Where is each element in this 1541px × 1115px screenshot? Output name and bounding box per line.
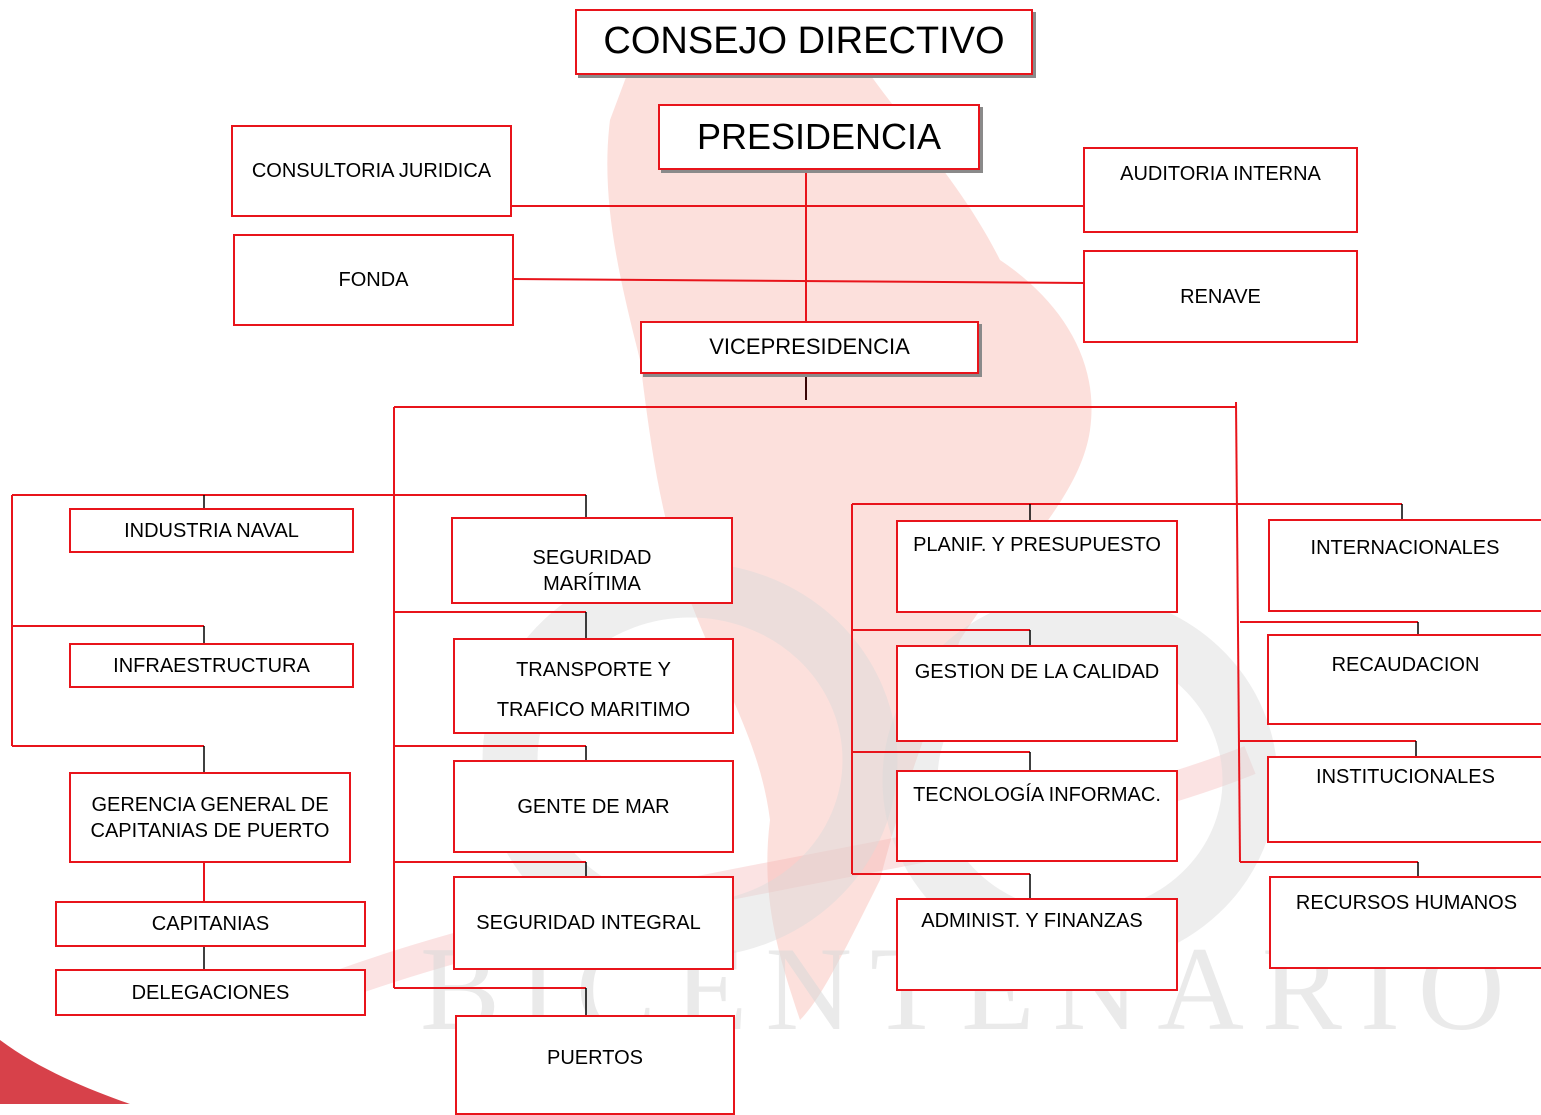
node-tecnologia-informac: TECNOLOGÍA INFORMAC. [896, 770, 1178, 862]
node-infraestructura: INFRAESTRUCTURA [69, 643, 354, 688]
node-seguridad-maritima: SEGURIDAD MARÍTIMA [451, 517, 733, 604]
node-recursos-humanos: RECURSOS HUMANOS [1269, 876, 1541, 969]
node-gente-de-mar: GENTE DE MAR [453, 760, 734, 853]
node-puertos: PUERTOS [455, 1015, 735, 1115]
node-planif-presupuesto: PLANIF. Y PRESUPUESTO [896, 520, 1178, 613]
node-consultoria-juridica: CONSULTORIA JURIDICA [231, 125, 512, 217]
node-consejo-directivo: CONSEJO DIRECTIVO [575, 9, 1033, 75]
node-gestion-calidad: GESTION DE LA CALIDAD [896, 645, 1178, 742]
node-recaudacion: RECAUDACION [1267, 634, 1541, 725]
node-renave: RENAVE [1083, 250, 1358, 343]
watermark-map-shape [607, 22, 1092, 1021]
node-capitanias: CAPITANIAS [55, 901, 366, 947]
node-transporte-trafico: TRANSPORTE Y TRAFICO MARITIMO [453, 638, 734, 734]
node-seguridad-integral: SEGURIDAD INTEGRAL [453, 876, 734, 970]
node-internacionales: INTERNACIONALES [1268, 519, 1541, 612]
node-administ-finanzas: ADMINIST. Y FINANZAS [896, 898, 1178, 991]
node-industria-naval: INDUSTRIA NAVAL [69, 508, 354, 553]
node-delegaciones: DELEGACIONES [55, 969, 366, 1016]
node-presidencia: PRESIDENCIA [658, 104, 980, 170]
node-gerencia-capitanias: GERENCIA GENERAL DE CAPITANIAS DE PUERTO [69, 772, 351, 863]
node-vicepresidencia: VICEPRESIDENCIA [640, 321, 979, 374]
node-auditoria-interna: AUDITORIA INTERNA [1083, 147, 1358, 233]
watermark-corner-swoosh [0, 1040, 130, 1104]
node-fonda: FONDA [233, 234, 514, 326]
node-institucionales: INSTITUCIONALES [1267, 756, 1541, 843]
